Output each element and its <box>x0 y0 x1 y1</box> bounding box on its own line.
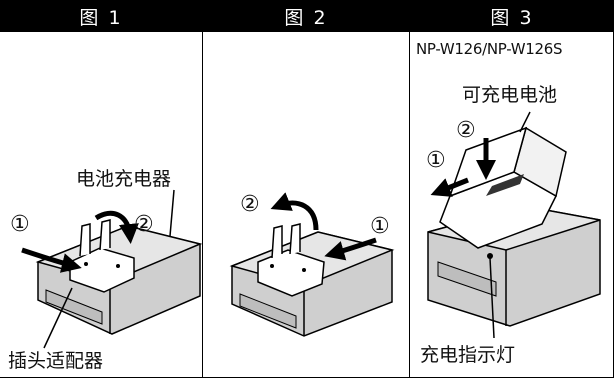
indicator-leader-line <box>489 257 495 339</box>
column-divider <box>202 0 203 378</box>
charger-illustration-fig2 <box>229 223 395 337</box>
plug-adapter-label: 插头适配器 <box>8 350 104 372</box>
charger-leader-line <box>169 189 175 237</box>
rechargeable-battery-label: 可充电电池 <box>462 84 558 106</box>
fig1-step-1-marker: ① <box>10 212 30 237</box>
figure-2-header: 图 2 <box>203 0 409 32</box>
battery-model-label: NP-W126/NP-W126S <box>416 40 563 58</box>
fig3-step-2-marker: ② <box>456 118 476 143</box>
figure-1-header: 图 1 <box>0 0 202 32</box>
column-divider <box>409 0 410 378</box>
charger-illustration-fig3 <box>427 126 601 327</box>
charger-illustration-fig1 <box>35 219 203 335</box>
figure-3-header: 图 3 <box>410 0 614 32</box>
arrows-fig2 <box>270 192 377 261</box>
fig3-step-1-marker: ① <box>426 148 446 173</box>
fig1-step-2-marker: ② <box>134 212 154 237</box>
arrows-fig3 <box>430 111 531 339</box>
battery-charger-label: 电池充电器 <box>76 168 172 190</box>
arrows-fig1 <box>21 189 175 349</box>
charge-indicator-label: 充电指示灯 <box>420 344 516 366</box>
battery-leader-line <box>519 111 531 133</box>
charge-indicator-lamp <box>487 253 493 259</box>
fig2-step-1-marker: ① <box>370 214 390 239</box>
fig2-step-2-marker: ② <box>240 192 260 217</box>
adapter-leader-line <box>43 287 73 349</box>
